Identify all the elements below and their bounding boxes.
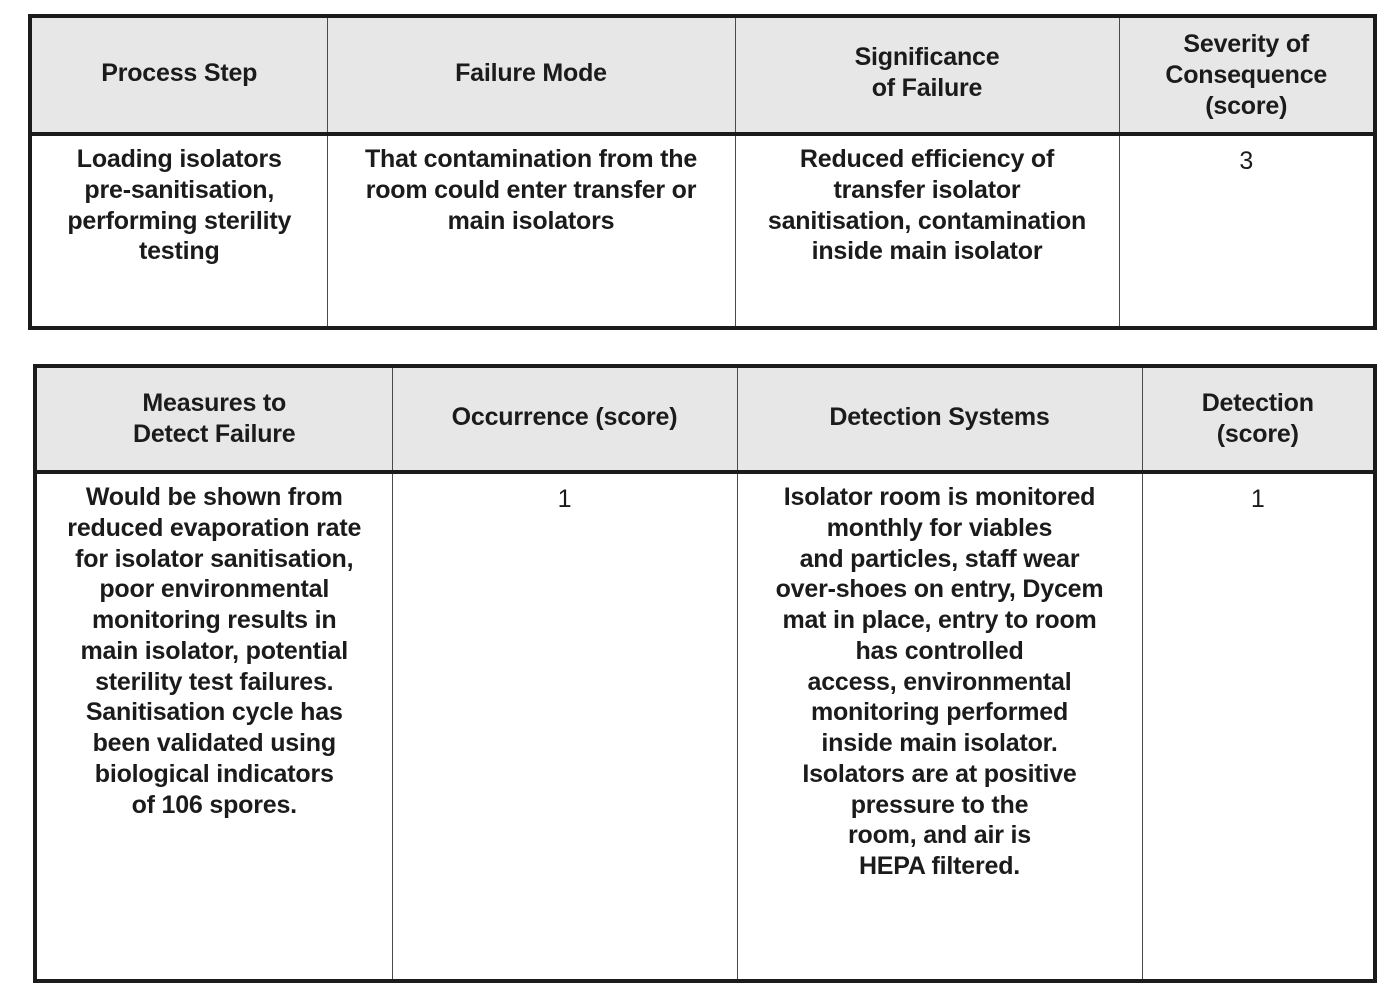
table-row: Would be shown from reduced evaporation … bbox=[35, 471, 1375, 981]
column-header-severity-of-consequence: Severity of Consequence (score) bbox=[1118, 16, 1375, 136]
cell-failure-mode-text: That contamination from the room could e… bbox=[364, 145, 698, 235]
cell-process-step-text: Loading isolators pre-sanitisation, perf… bbox=[67, 145, 292, 266]
cell-detection-score-value: 1 bbox=[1250, 485, 1265, 513]
fmea-table-part-one: Process Step Failure Mode Significance o… bbox=[28, 14, 1377, 330]
table-header-row: Process Step Failure Mode Significance o… bbox=[30, 16, 1375, 136]
cell-severity-score-value: 3 bbox=[1239, 147, 1254, 175]
column-header-failure-mode: Failure Mode bbox=[326, 16, 736, 136]
column-header-significance-of-failure: Significance of Failure bbox=[734, 16, 1120, 136]
column-header-detection-score-label: Detection (score) bbox=[1201, 389, 1314, 448]
cell-failure-mode: That contamination from the room could e… bbox=[326, 133, 736, 328]
column-header-significance-of-failure-label: Significance of Failure bbox=[854, 43, 1000, 102]
fmea-table-part-two: Measures to Detect Failure Occurrence (s… bbox=[33, 364, 1377, 983]
table-header-row: Measures to Detect Failure Occurrence (s… bbox=[35, 366, 1375, 474]
cell-detection-systems: Isolator room is monitored monthly for v… bbox=[736, 471, 1143, 981]
cell-process-step: Loading isolators pre-sanitisation, perf… bbox=[30, 133, 328, 328]
table-two-header: Measures to Detect Failure Occurrence (s… bbox=[35, 366, 1375, 474]
cell-occurrence-score-value: 1 bbox=[557, 485, 572, 513]
cell-significance-of-failure-text: Reduced efficiency of transfer isolator … bbox=[767, 145, 1087, 266]
table-row: Loading isolators pre-sanitisation, perf… bbox=[30, 133, 1375, 328]
column-header-process-step-label: Process Step bbox=[101, 58, 258, 87]
column-header-occurrence-score: Occurrence (score) bbox=[391, 366, 738, 474]
cell-significance-of-failure: Reduced efficiency of transfer isolator … bbox=[734, 133, 1120, 328]
cell-measures-to-detect-failure-text: Would be shown from reduced evaporation … bbox=[67, 483, 362, 819]
cell-severity-score: 3 bbox=[1118, 133, 1375, 328]
column-header-failure-mode-label: Failure Mode bbox=[455, 58, 607, 87]
column-header-detection-score: Detection (score) bbox=[1141, 366, 1375, 474]
column-header-occurrence-score-label: Occurrence (score) bbox=[451, 402, 678, 431]
column-header-measures-to-detect-failure-label: Measures to Detect Failure bbox=[132, 389, 296, 448]
cell-occurrence-score: 1 bbox=[391, 471, 738, 981]
column-header-process-step: Process Step bbox=[30, 16, 328, 136]
column-header-severity-of-consequence-label: Severity of Consequence (score) bbox=[1165, 29, 1328, 120]
cell-detection-score: 1 bbox=[1141, 471, 1375, 981]
table-one-header: Process Step Failure Mode Significance o… bbox=[30, 16, 1375, 136]
table-two-body: Would be shown from reduced evaporation … bbox=[35, 471, 1375, 981]
table-one-body: Loading isolators pre-sanitisation, perf… bbox=[30, 133, 1375, 328]
column-header-detection-systems-label: Detection Systems bbox=[829, 402, 1050, 431]
cell-measures-to-detect-failure: Would be shown from reduced evaporation … bbox=[35, 471, 393, 981]
column-header-measures-to-detect-failure: Measures to Detect Failure bbox=[35, 366, 393, 474]
column-header-detection-systems: Detection Systems bbox=[736, 366, 1143, 474]
cell-detection-systems-text: Isolator room is monitored monthly for v… bbox=[775, 483, 1104, 880]
